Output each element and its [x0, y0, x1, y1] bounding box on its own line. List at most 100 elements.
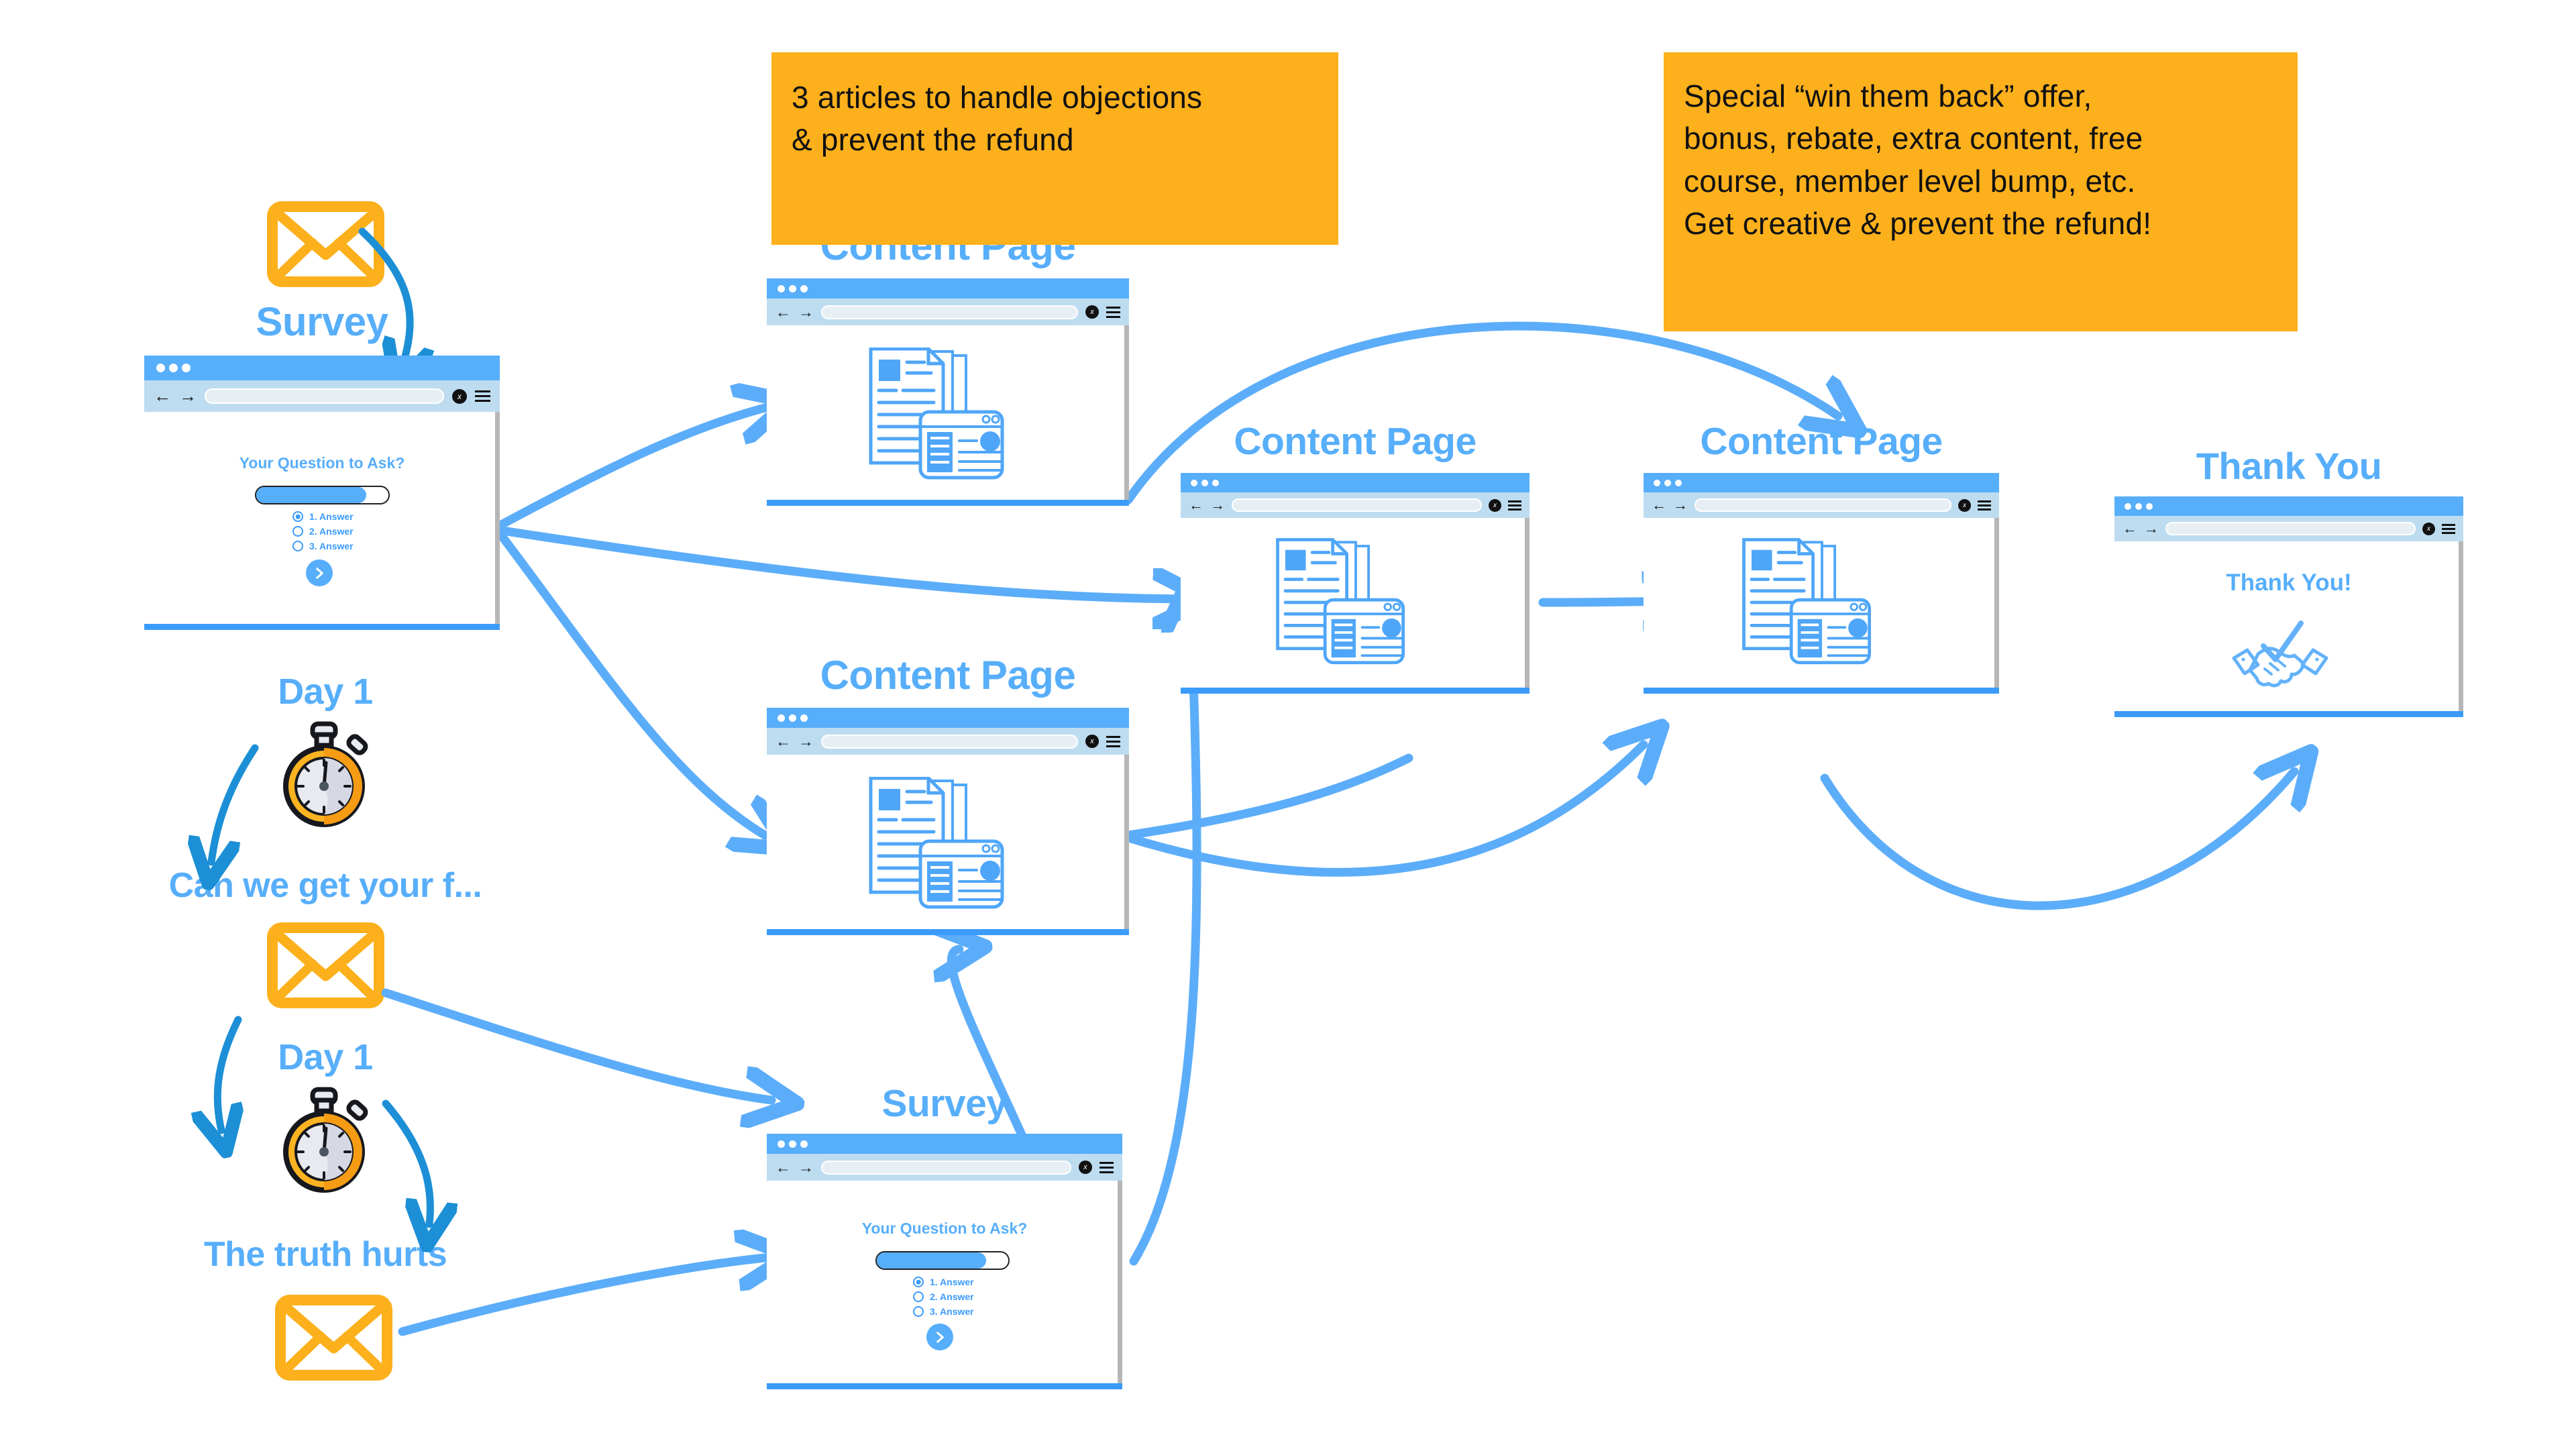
stopwatch-icon-1 [283, 721, 368, 827]
window-dot-close[interactable] [1191, 479, 1197, 486]
window-dot-close[interactable] [1654, 479, 1660, 486]
hamburger-icon[interactable] [2442, 523, 2455, 534]
url-input[interactable] [205, 388, 444, 404]
window-dot-max[interactable] [800, 1140, 808, 1148]
window-dot-min[interactable] [788, 1140, 796, 1148]
nav-back-icon[interactable]: ← [154, 386, 171, 406]
url-input[interactable] [2165, 522, 2416, 535]
browser-frame: ← → x [767, 708, 1129, 929]
url-input[interactable] [821, 734, 1078, 749]
window-dot-max[interactable] [800, 284, 808, 292]
chevron-right-icon [315, 567, 323, 579]
callout-objections: 3 articles to handle objections & preven… [771, 52, 1338, 245]
nav-forward-icon[interactable]: → [1673, 496, 1688, 513]
window-dot-max[interactable] [1212, 479, 1219, 486]
window-dot-min[interactable] [788, 284, 796, 292]
window-baseline [1181, 688, 1529, 694]
survey-answer-list: 1. Answer 2. Answer 3. Answer [292, 511, 354, 551]
window-dot-min[interactable] [788, 714, 796, 722]
window-dot-min[interactable] [1664, 479, 1671, 486]
close-icon[interactable]: x [1489, 498, 1501, 512]
hamburger-icon[interactable] [1106, 735, 1120, 747]
survey-progress-fill [877, 1252, 986, 1269]
url-input[interactable] [1695, 498, 1951, 512]
browser-navbar: ← → x [767, 299, 1129, 325]
close-icon[interactable]: x [1085, 735, 1099, 748]
window-dot-close[interactable] [156, 364, 165, 372]
close-icon[interactable]: x [1958, 498, 1971, 512]
envelope-icon-2 [267, 922, 384, 1008]
list-item[interactable]: 3. Answer [913, 1306, 974, 1317]
nav-forward-icon[interactable]: → [2144, 520, 2159, 537]
node-content-2: Content Page ← → x [767, 653, 1129, 949]
hamburger-icon[interactable] [1508, 500, 1521, 511]
survey-question: Your Question to Ask? [861, 1220, 1028, 1237]
answer-label: 1. Answer [930, 1277, 974, 1287]
close-icon[interactable]: x [452, 388, 467, 404]
nav-forward-icon[interactable]: → [798, 1158, 814, 1176]
browser-navbar: ← → x [767, 728, 1129, 755]
radio-icon[interactable] [913, 1306, 924, 1317]
browser-frame: ← → x [767, 278, 1129, 500]
chevron-right-icon [936, 1331, 944, 1343]
hamburger-icon[interactable] [1978, 500, 1991, 511]
nav-back-icon[interactable]: ← [1652, 496, 1666, 513]
window-shadow [1994, 518, 1999, 688]
radio-icon[interactable] [292, 526, 303, 537]
nav-back-icon[interactable]: ← [775, 1158, 791, 1176]
window-dot-close[interactable] [2125, 502, 2131, 510]
window-dot-max[interactable] [800, 714, 808, 722]
node-survey-top: Survey ← → x Your Question to [144, 299, 500, 644]
window-dot-min[interactable] [2135, 502, 2142, 510]
list-item[interactable]: 1. Answer [292, 511, 354, 522]
list-item[interactable]: 2. Answer [913, 1291, 974, 1302]
nav-forward-icon[interactable]: → [1210, 496, 1225, 513]
nav-back-icon[interactable]: ← [1189, 496, 1203, 513]
nav-forward-icon[interactable]: → [798, 303, 814, 321]
callout-line: Get creative & prevent the refund! [1684, 206, 2152, 241]
browser-viewport [767, 755, 1129, 929]
browser-frame: ← → x [1644, 473, 1999, 688]
radio-icon[interactable] [292, 541, 303, 551]
url-input[interactable] [821, 305, 1078, 319]
survey-next-button[interactable] [926, 1324, 953, 1350]
window-dot-min[interactable] [1201, 479, 1208, 486]
callout-line: bonus, rebate, extra content, free [1684, 121, 2143, 156]
hamburger-icon[interactable] [1106, 306, 1120, 318]
window-baseline [767, 1383, 1122, 1389]
radio-icon[interactable] [913, 1277, 924, 1287]
window-dot-close[interactable] [777, 1140, 785, 1148]
radio-icon[interactable] [913, 1291, 924, 1302]
browser-viewport [1181, 518, 1529, 688]
survey-next-button[interactable] [306, 559, 333, 586]
documents-icon [1276, 538, 1405, 665]
window-dot-max[interactable] [2145, 502, 2153, 510]
radio-icon[interactable] [292, 511, 303, 522]
list-item[interactable]: 3. Answer [292, 541, 354, 551]
nav-back-icon[interactable]: ← [2123, 520, 2137, 537]
nav-back-icon[interactable]: ← [775, 732, 791, 750]
answer-label: 2. Answer [309, 526, 354, 537]
hamburger-icon[interactable] [475, 390, 490, 402]
node-content-1: Content Page ← → x [767, 223, 1129, 520]
list-item[interactable]: 1. Answer [913, 1277, 974, 1287]
url-input[interactable] [821, 1160, 1071, 1175]
browser-frame: ← → x Thank You! [2114, 496, 2463, 711]
window-dot-close[interactable] [777, 284, 785, 292]
hamburger-icon[interactable] [1099, 1161, 1114, 1173]
close-icon[interactable]: x [2422, 522, 2435, 535]
window-dot-min[interactable] [169, 364, 178, 372]
browser-navbar: ← → x [767, 1154, 1122, 1181]
nav-back-icon[interactable]: ← [775, 303, 791, 321]
list-item[interactable]: 2. Answer [292, 526, 354, 537]
nav-forward-icon[interactable]: → [179, 386, 197, 406]
close-icon[interactable]: x [1079, 1161, 1092, 1174]
nav-forward-icon[interactable]: → [798, 732, 814, 750]
close-icon[interactable]: x [1085, 305, 1099, 319]
window-dot-max[interactable] [1674, 479, 1682, 486]
node-title: Content Page [1234, 420, 1477, 463]
window-dot-close[interactable] [777, 714, 785, 722]
url-input[interactable] [1232, 498, 1482, 512]
window-dot-max[interactable] [182, 364, 191, 372]
